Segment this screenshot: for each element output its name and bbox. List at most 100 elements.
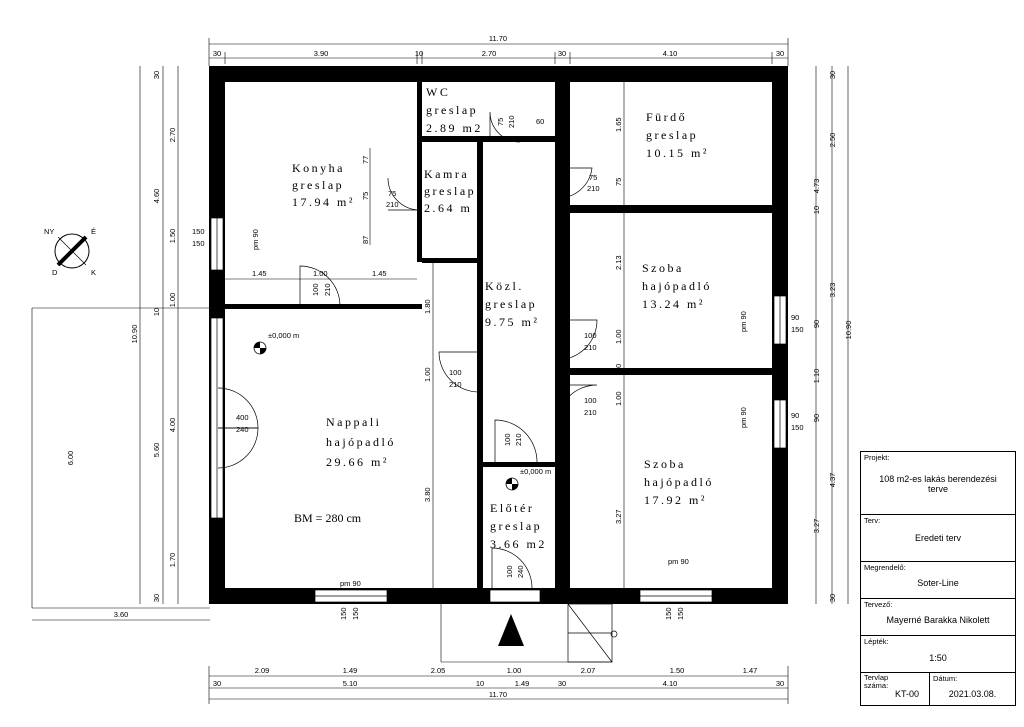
svg-text:75: 75 xyxy=(614,178,623,186)
svg-text:3.27: 3.27 xyxy=(614,509,623,524)
right-dim: 10 xyxy=(812,206,821,214)
svg-text:100: 100 xyxy=(311,283,320,296)
room-floor-nappali: hajópadló xyxy=(326,435,396,449)
left-dim: 1.70 xyxy=(168,553,177,568)
svg-text:pm 90: pm 90 xyxy=(251,229,260,250)
room-area-konyha: 17.94 m² xyxy=(292,195,355,209)
top-dim-seg: 2.70 xyxy=(482,49,497,58)
top-dim-seg: 4.10 xyxy=(663,49,678,58)
svg-text:pm 90: pm 90 xyxy=(668,557,689,566)
svg-text:240: 240 xyxy=(516,565,525,578)
tb-leptek: Lépték: 1:50 xyxy=(860,635,1016,673)
bottom-dim-r1: 1.50 xyxy=(670,666,685,675)
top-dim-seg: 30 xyxy=(776,49,784,58)
left-total-dim: 10.90 xyxy=(130,325,139,344)
tb-tervlap: Tervlap száma: KT-00 xyxy=(860,672,930,706)
left-dim: 1.50 xyxy=(168,229,177,244)
svg-text:90: 90 xyxy=(791,313,799,322)
room-area-kozl: 9.75 m² xyxy=(485,315,539,329)
left-dim: 30 xyxy=(152,594,161,602)
right-dim: 30 xyxy=(828,594,837,602)
tb-projekt: Projekt: 108 m2-es lakás berendezési ter… xyxy=(860,451,1016,515)
doors xyxy=(217,111,598,589)
svg-text:77: 77 xyxy=(361,156,370,164)
svg-text:210: 210 xyxy=(507,115,516,128)
right-dim: 90 xyxy=(812,414,821,422)
tb-datum-label: Dátum: xyxy=(933,674,958,683)
compass-n: É xyxy=(91,227,96,236)
bottom-dim-r1: 1.49 xyxy=(343,666,358,675)
svg-text:210: 210 xyxy=(386,200,399,209)
svg-text:60: 60 xyxy=(536,117,544,126)
bottom-total-dim: 11.70 xyxy=(489,690,507,699)
left-dim: 5.60 xyxy=(152,443,161,458)
tb-tervezo: Tervező: Mayerné Barakka Nikolett xyxy=(860,598,1016,636)
entrance-steps xyxy=(440,603,618,663)
svg-text:100: 100 xyxy=(584,396,597,405)
svg-text:150: 150 xyxy=(339,607,348,620)
tb-projekt-value: 108 m2-es lakás berendezési terve xyxy=(879,474,997,494)
tb-datum: Dátum: 2021.03.08. xyxy=(929,672,1016,706)
room-name-kamra: Kamra xyxy=(424,167,469,181)
room-area-eloter: 3.66 m2 xyxy=(490,537,547,551)
left-dim: 4.60 xyxy=(152,189,161,204)
svg-text:1.65: 1.65 xyxy=(614,117,623,132)
interior-dims: 77 75 87 1.65 75 2.13 1.00 1.00 3.27 1.8… xyxy=(361,82,625,588)
opening-labels: 150 150 pm 90 pm 90 150 150 pm 90 150 15… xyxy=(192,115,804,620)
room-name-furdo: Fürdő xyxy=(646,110,687,124)
compass-k: K xyxy=(91,268,96,277)
right-dim: 1.10 xyxy=(812,369,821,384)
room-name-kozl: Közl. xyxy=(485,279,524,293)
svg-text:100: 100 xyxy=(505,565,514,578)
room-labels: Konyha greslap 17.94 m² WC greslap 2.89 … xyxy=(292,85,714,551)
tb-tervezo-value: Mayerné Barakka Nikolett xyxy=(886,615,990,625)
svg-text:150: 150 xyxy=(791,325,804,334)
room-area-szoba2: 17.92 m² xyxy=(644,493,707,507)
ceiling-height: BM = 280 cm xyxy=(294,511,362,525)
svg-text:75: 75 xyxy=(496,118,505,126)
room-floor-eloter: greslap xyxy=(490,519,542,533)
room-area-kamra: 2.64 m xyxy=(424,201,472,215)
right-dim: 2.50 xyxy=(828,133,837,148)
svg-text:pm 90: pm 90 xyxy=(739,311,748,332)
left-dim: 10 xyxy=(152,308,161,316)
bottom-dim-r2: 1.49 xyxy=(515,679,530,688)
svg-text:1.00: 1.00 xyxy=(614,391,623,406)
entrance-arrow xyxy=(498,614,524,646)
room-floor-szoba2: hajópadló xyxy=(644,475,714,489)
room-area-wc: 2.89 m2 xyxy=(426,121,483,135)
level-label: ±0,000 m xyxy=(520,467,551,476)
svg-text:150: 150 xyxy=(676,607,685,620)
compass-ny: NY xyxy=(44,227,54,236)
svg-text:2.13: 2.13 xyxy=(614,255,623,270)
room-name-wc: WC xyxy=(426,85,450,99)
bottom-dim-r2: 30 xyxy=(776,679,784,688)
bottom-dim-r2: 30 xyxy=(558,679,566,688)
room-floor-kamra: greslap xyxy=(424,184,476,198)
tb-projekt-label: Projekt: xyxy=(864,453,890,462)
tb-megrendelo-value: Soter-Line xyxy=(917,578,959,588)
room-area-furdo: 10.15 m² xyxy=(646,146,709,160)
room-floor-furdo: greslap xyxy=(646,128,698,142)
svg-text:100: 100 xyxy=(584,331,597,340)
svg-text:75: 75 xyxy=(589,173,597,182)
bottom-dim-r2: 4.10 xyxy=(663,679,678,688)
tb-terv-label: Terv: xyxy=(864,516,881,525)
svg-text:150: 150 xyxy=(664,607,673,620)
terrace-height-dim: 6.00 xyxy=(66,451,75,466)
top-dim-seg: 30 xyxy=(213,49,221,58)
svg-text:100: 100 xyxy=(503,433,512,446)
room-area-szoba1: 13.24 m² xyxy=(642,297,705,311)
level-label: ±0,000 m xyxy=(268,331,299,340)
svg-text:150: 150 xyxy=(791,423,804,432)
svg-text:1.45: 1.45 xyxy=(372,269,387,278)
top-dim-seg: 10 xyxy=(415,49,423,58)
bottom-dim-r1: 2.07 xyxy=(581,666,596,675)
right-dimensions: 30 2.50 3.23 10 1.10 4.37 3.27 30 4.73 9… xyxy=(812,66,853,604)
room-name-szoba2: Szoba xyxy=(644,457,686,471)
top-dim-seg: 30 xyxy=(558,49,566,58)
svg-text:240: 240 xyxy=(236,425,249,434)
svg-text:210: 210 xyxy=(514,433,523,446)
svg-text:1.80: 1.80 xyxy=(423,299,432,314)
svg-text:150: 150 xyxy=(351,607,360,620)
